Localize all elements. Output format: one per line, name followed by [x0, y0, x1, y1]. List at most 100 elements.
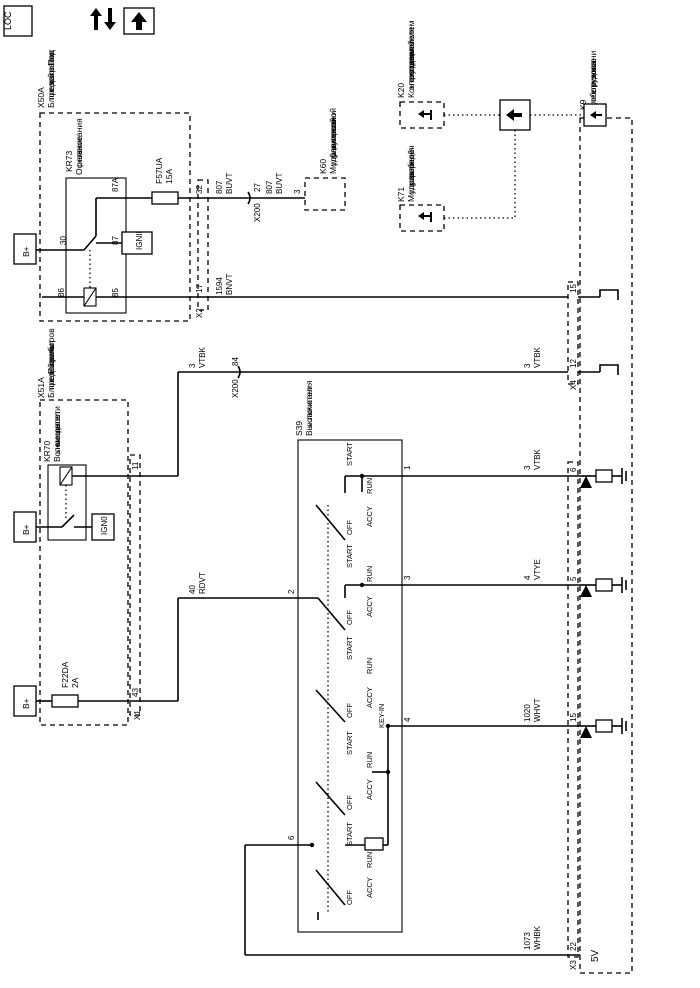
k60-ref: K60	[318, 159, 328, 174]
input-pin-6	[580, 468, 627, 488]
x51a-name: Блок предохранит елей - Панель приборов	[46, 328, 56, 398]
k71-comm-icon	[418, 212, 432, 222]
x50a-fuse-block	[39, 112, 191, 322]
s5-off: OFF	[345, 890, 354, 905]
s1-run: RUN	[365, 478, 374, 494]
up-arrow-icon[interactable]	[123, 7, 155, 35]
x1-pin-43: 43	[131, 688, 140, 697]
up-down-arrows-icon[interactable]	[90, 8, 116, 30]
s4-off: OFF	[345, 795, 354, 810]
x2-pin-17: 17	[195, 284, 204, 293]
x3-connector	[567, 461, 579, 958]
k60-pin: 3	[293, 189, 302, 194]
wire-3c-num: 3	[523, 465, 532, 470]
x3-pin-15: 15	[569, 713, 578, 722]
s39-pin-4: 4	[403, 717, 412, 722]
wire-807-color: BUVT	[225, 173, 234, 194]
wire-3b-num: 3	[523, 363, 532, 368]
s1-start: START	[345, 442, 354, 466]
pin-86: 86	[57, 288, 66, 297]
x51a-ref: X51A	[36, 377, 46, 398]
wire-1594-num: 1594	[215, 277, 224, 295]
wire-1594-color: BNVT	[225, 274, 234, 295]
k20-ref: K20	[396, 83, 406, 98]
k9-name: Электронное оборудовани е кузова	[588, 48, 598, 110]
x4-pin-15: 15	[569, 284, 578, 293]
fuse-f22da-ref: F22DA	[60, 661, 70, 688]
fuse-f57ua	[151, 191, 179, 205]
wire-3c-color: VTBK	[533, 448, 542, 470]
loc-icon[interactable]: LOC	[3, 5, 33, 37]
x3-pin-5: 5	[569, 576, 578, 581]
s39-pin-6: 6	[287, 835, 296, 840]
s39-resistor	[364, 837, 384, 851]
wire-40-color: RDVT	[198, 572, 207, 594]
fuse-f22da-rating: 2A	[70, 677, 80, 688]
k20-comm-icon	[418, 110, 432, 120]
x2-pin-32: 32	[195, 185, 204, 194]
x1-pin-11: 11	[131, 461, 140, 470]
wire-3b-color: VTBK	[533, 346, 542, 368]
s39-pin-2: 2	[287, 589, 296, 594]
s4-start: START	[345, 731, 354, 755]
s4-accy: ACCY	[365, 779, 374, 800]
x50a-name: Блок предохранит елей - Под капотом	[46, 47, 56, 108]
s1-accy: ACCY	[365, 506, 374, 527]
s2-start: START	[345, 544, 354, 568]
wire-27-num: 27	[253, 183, 262, 192]
x3-pin-6: 6	[569, 467, 578, 472]
wire-1020-color: WHVT	[533, 698, 542, 722]
x4-pin-12: 12	[569, 359, 578, 368]
splice-x200-b-ref: X200	[231, 379, 240, 398]
wire-1073-color: WHBK	[533, 925, 542, 950]
svg-text:B+: B+	[21, 698, 31, 709]
kr73-ref: KR73	[64, 150, 74, 172]
wire-4-num: 4	[523, 575, 532, 580]
wire-1073-num: 1073	[523, 932, 532, 950]
k9-voltage: 5V	[590, 949, 601, 962]
splice-x200-b-pin: 84	[231, 357, 240, 366]
ign0-label: IGN0	[100, 516, 109, 535]
k9-comm-icon	[583, 103, 607, 127]
kr70-relay-box	[47, 464, 87, 541]
kr70-ref: KR70	[42, 440, 52, 462]
x3-ref: X3	[569, 960, 578, 970]
wire-807-num: 807	[215, 180, 224, 194]
k71-name: Модуль управления коробкой передач	[406, 145, 416, 202]
wire-4-color: VTYE	[533, 559, 542, 580]
x1-ref: X1	[133, 710, 142, 720]
s39-ref: S39	[294, 421, 304, 436]
s3-off: OFF	[345, 703, 354, 718]
wire-3-color: VTBK	[198, 346, 207, 368]
input-pin-15	[580, 718, 627, 738]
kr70-name: Вспомогател ьное реле мощности	[52, 406, 62, 462]
pin-30: 30	[59, 236, 68, 245]
ignii-label: IGNII	[135, 231, 144, 250]
loc-icon-label: LOC	[3, 11, 13, 30]
fuse-f57ua-ref: F57UA	[154, 157, 164, 184]
s2-run: RUN	[365, 566, 374, 582]
s39-pin-1: 1	[403, 465, 412, 470]
wire-40-num: 40	[188, 585, 197, 594]
s5-start: START	[345, 822, 354, 846]
pin-87a: 87A	[111, 177, 120, 192]
s3-start: START	[345, 636, 354, 660]
fuse-f57ua-rating: 15A	[164, 169, 174, 184]
pin-87: 87	[111, 236, 120, 245]
fuse-f22da	[51, 694, 79, 708]
x1-connector	[129, 454, 141, 716]
s4-run: RUN	[365, 752, 374, 768]
wire-27-num2: 807	[265, 180, 274, 194]
x4-ref: X4	[569, 380, 578, 390]
s39-pin-3: 3	[403, 575, 412, 580]
svg-text:B+: B+	[21, 524, 31, 535]
x3-pin-22: 22	[569, 942, 578, 951]
splice-x200-b	[237, 365, 241, 379]
x50a-ref: X50A	[36, 87, 46, 108]
splice-x200-a	[247, 191, 251, 205]
x4-connector	[567, 281, 579, 385]
wire-3-num: 3	[188, 363, 197, 368]
s3-run: RUN	[365, 658, 374, 674]
k60-name: Модуль управления блокировкой рулевой ко…	[328, 106, 338, 174]
